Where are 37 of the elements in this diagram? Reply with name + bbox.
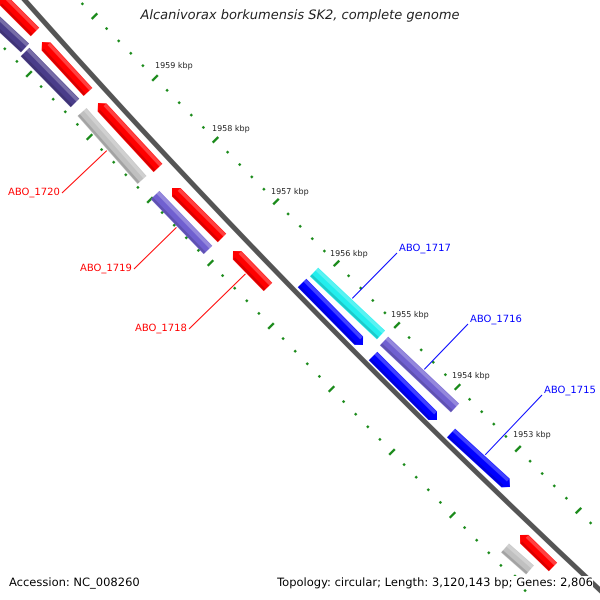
- gene-block: [78, 108, 146, 184]
- leader-line: [424, 324, 468, 370]
- gene-label: ABO_1719: [80, 263, 132, 274]
- leader-line: [62, 150, 108, 194]
- tick-label: 1958 kbp: [212, 124, 250, 134]
- gene-label: ABO_1717: [399, 243, 451, 254]
- leader-line: [134, 226, 177, 270]
- pointed-gene-block: [368, 352, 437, 420]
- pointed-gene-block: [520, 534, 558, 572]
- tick-label: 1955 kbp: [391, 310, 429, 320]
- leader-line: [352, 252, 398, 299]
- tick-label: 1956 kbp: [330, 249, 368, 258]
- pointed-gene-block: [232, 251, 272, 292]
- tick-label: 1954 kbp: [452, 371, 490, 380]
- tick-label: 1957 kbp: [271, 187, 309, 196]
- gene-label: ABO_1715: [544, 385, 596, 396]
- tick-label: 1959 kbp: [155, 61, 193, 70]
- pointed-gene-block: [42, 42, 92, 96]
- gene-label: ABO_1720: [8, 187, 60, 198]
- gene-block: [501, 544, 534, 574]
- pointed-gene-block: [0, 0, 40, 36]
- gene-block: [150, 190, 212, 254]
- tick-label: 1953 kbp: [513, 430, 551, 440]
- leader-line: [484, 394, 542, 456]
- gene-label: ABO_1718: [135, 323, 187, 334]
- gene-label: ABO_1716: [470, 314, 522, 326]
- genome-stats-text: Topology: circular; Length: 3,120,143 bp; Genes: 2,806: [277, 576, 593, 590]
- gene-block: [310, 268, 386, 340]
- pointed-gene-block: [172, 188, 226, 242]
- gene-block: [20, 48, 80, 108]
- title: Alcanivorax borkumensis SK2, complete genome: [139, 9, 461, 24]
- pointed-gene-block: [98, 103, 162, 172]
- pointed-gene-block: [446, 428, 510, 488]
- leader-line: [188, 273, 246, 330]
- accession-text: Accession: NC_008260: [9, 576, 140, 590]
- pointed-gene-block: [298, 278, 364, 345]
- gene-block: [0, 16, 30, 52]
